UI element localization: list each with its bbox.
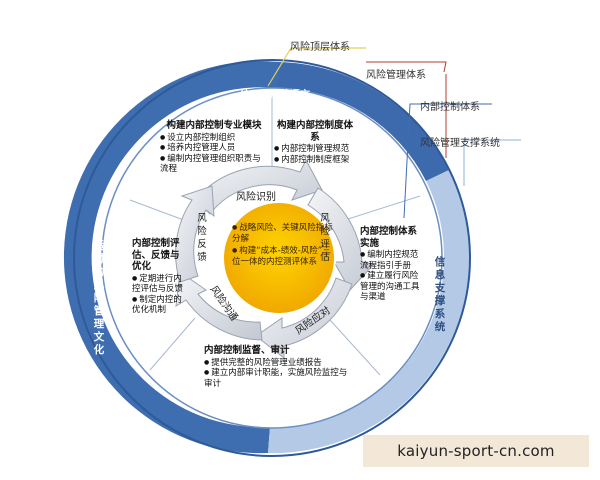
list-item: 定期进行内控评估与反馈 <box>132 274 188 295</box>
list-item: 建立内部审计职能，实施风险监控与审计 <box>204 368 354 389</box>
legend-support-system: 风险管理支撑系统 <box>420 138 500 149</box>
list-item: 设立内部控制组织 <box>160 133 268 144</box>
center-text: 战略风险、关键风险指标分解 构建“成本-绩效-风险”三位一体的内控测评体系 <box>232 222 336 268</box>
outer-ring-segment-culture <box>278 62 449 181</box>
block-title: 构建内部控制专业模块 <box>166 120 262 131</box>
cycle-label-identify: 风险识别 <box>236 192 276 203</box>
list-item: 内部控制制度框架 <box>274 155 356 166</box>
outer-ring-outline <box>73 59 471 457</box>
list-item: 内部控制管理规范 <box>274 144 356 155</box>
ring-label-culture: 适时的风险管理文化 <box>93 240 105 356</box>
block-evaluation-feedback: 内部控制评估、反馈与优化 定期进行内控评估与反馈 制定内控的优化机制 <box>132 238 188 316</box>
watermark-banner: kaiyun-sport-cn.com <box>363 435 589 467</box>
ring-label-info: 信息支撑系统 <box>434 256 446 333</box>
list-item: 编制内控规范流程指引手册 <box>360 250 426 271</box>
list-item: 建立履行风险管理的沟通工具与渠道 <box>360 271 426 303</box>
block-title: 内部控制监督、审计 <box>204 345 290 356</box>
legend-management-system: 风险管理体系 <box>366 70 426 81</box>
list-item: 构建“成本-绩效-风险”三位一体的内控测评体系 <box>232 245 336 268</box>
block-control-system: 构建内部控制度体系 内部控制管理规范 内部控制制度框架 <box>274 120 356 165</box>
outer-ring-segment-info <box>268 170 470 454</box>
block-title: 内部控制体系实施 <box>360 226 418 249</box>
block-title: 内部控制评估、反馈与优化 <box>132 238 180 272</box>
block-professional-module: 构建内部控制专业模块 设立内部控制组织 培养内控管理人员 编制内控管理组织职责与… <box>160 120 268 175</box>
list-item: 培养内控管理人员 <box>160 143 268 154</box>
ring-label-unified-language: 统一的风险语言 <box>240 90 310 101</box>
list-item: 提供完整的风险管理业绩报告 <box>204 358 354 369</box>
cycle-label-feedback: 风险反馈 <box>197 213 207 263</box>
outer-ring-segment-language <box>63 61 279 454</box>
block-implementation: 内部控制体系实施 编制内控规范流程指引手册 建立履行风险管理的沟通工具与渠道 <box>360 226 426 303</box>
list-item: 制定内控的优化机制 <box>132 295 188 316</box>
legend-internal-control: 内部控制体系 <box>420 102 480 113</box>
block-title: 构建内部控制度体系 <box>276 120 353 143</box>
block-supervision-audit: 内部控制监督、审计 提供完整的风险管理业绩报告 建立内部审计职能，实施风险监控与… <box>204 345 354 389</box>
list-item: 编制内控管理组织职责与流程 <box>160 154 268 175</box>
list-item: 战略风险、关键风险指标分解 <box>232 222 336 245</box>
cycle-arrow-ring <box>175 158 375 360</box>
legend-top-system: 风险顶层体系 <box>290 42 350 53</box>
